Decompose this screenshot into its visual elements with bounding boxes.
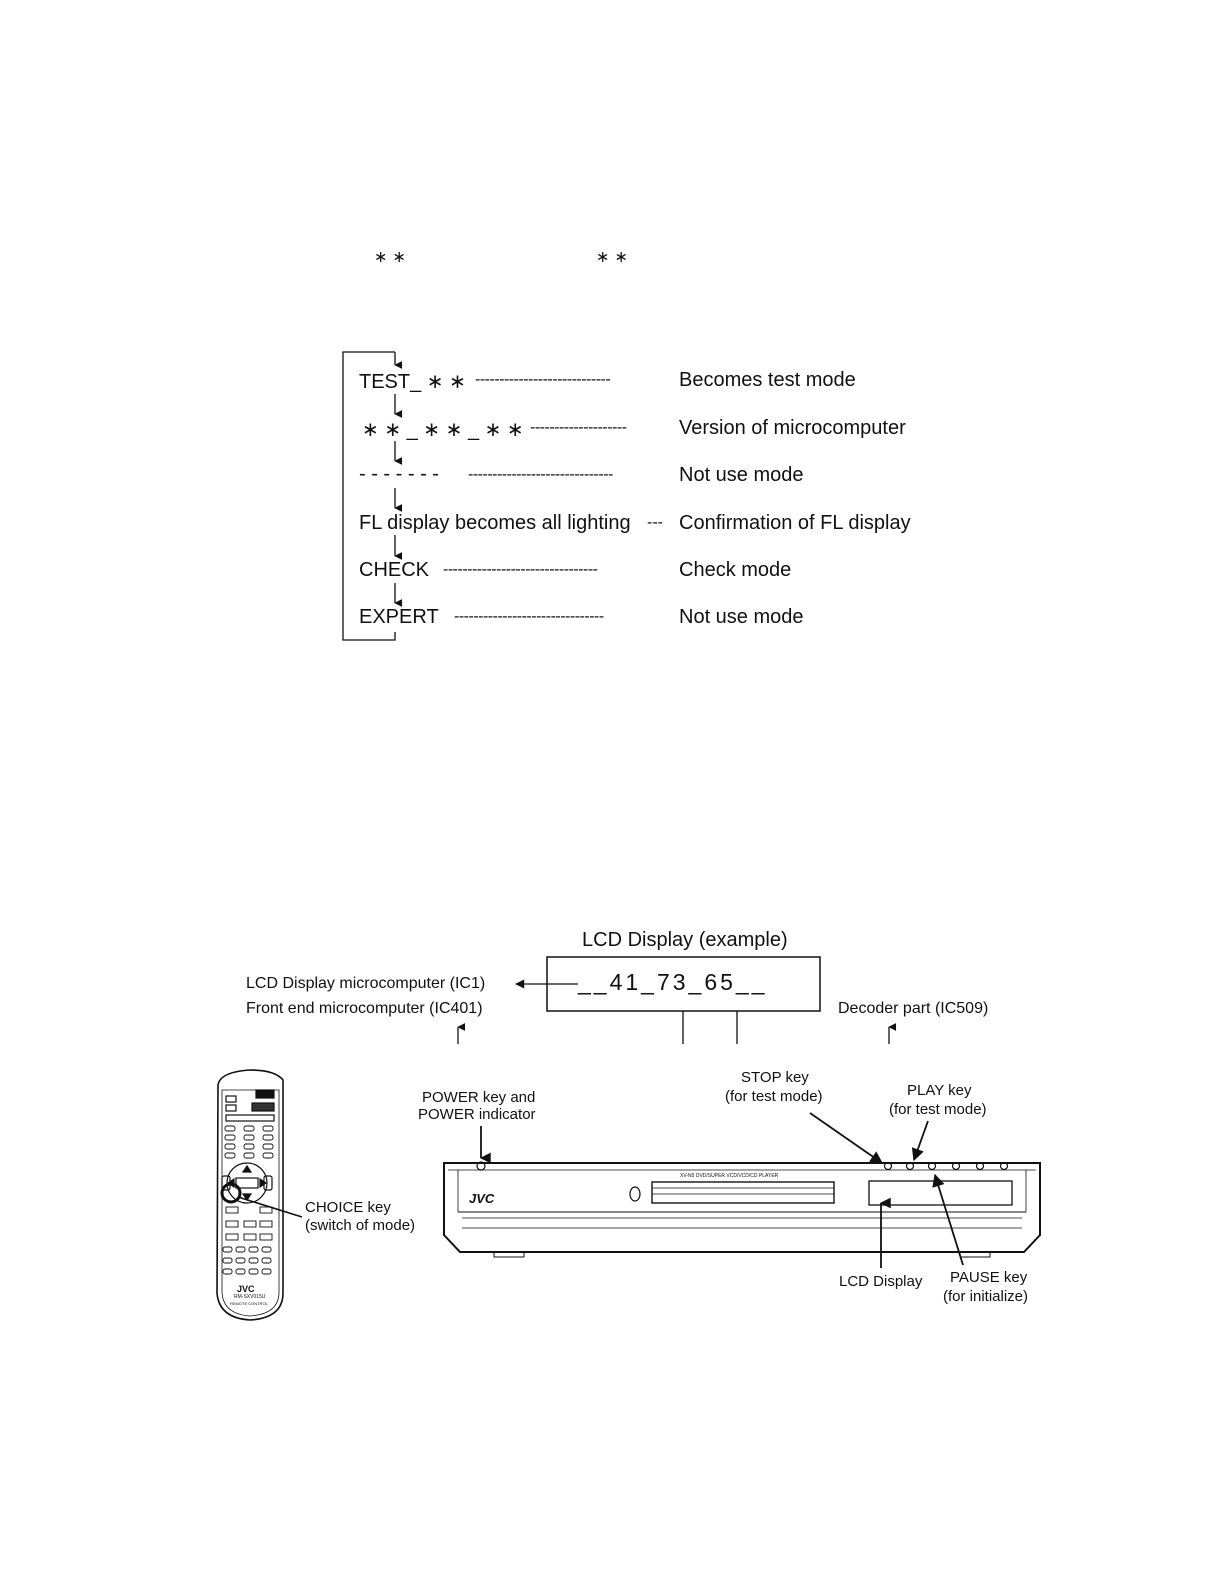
flow-meaning-text: Not use mode bbox=[679, 606, 804, 628]
flow-dash-leader: ---------------------------- bbox=[475, 371, 611, 388]
remote-control bbox=[216, 1069, 284, 1321]
label-decoder-part: Decoder part (IC509) bbox=[838, 1000, 989, 1017]
stop-key-pointer bbox=[809, 1112, 884, 1164]
pause-key-sublabel: (for initialize) bbox=[943, 1288, 1029, 1305]
label-front-end-microcomputer: Front end microcomputer (IC401) bbox=[246, 1000, 483, 1017]
stop-key-label: STOP key bbox=[741, 1069, 809, 1086]
play-key-pointer bbox=[911, 1120, 929, 1162]
flow-dash-leader: --- bbox=[647, 514, 663, 531]
dvd-player bbox=[443, 1161, 1041, 1258]
remote-caption: REMOTE CONTROL bbox=[230, 1301, 268, 1306]
flow-dash-leader: ------------------------------- bbox=[454, 608, 604, 625]
player-model-strip: XV-N5 DVD/SUPER VCD/VCD/CD PLAYER bbox=[680, 1173, 779, 1179]
lcd-readout: __41_73_65__ bbox=[578, 969, 768, 995]
flow-dash-leader: -------------------------------- bbox=[443, 561, 598, 578]
flow-meaning-text: Becomes test mode bbox=[679, 369, 856, 391]
remote-model: RM-SXV015U bbox=[234, 1294, 266, 1300]
power-indicator-label: POWER indicator bbox=[418, 1106, 536, 1123]
flow-meaning-text: Version of microcomputer bbox=[679, 417, 906, 439]
play-key-sublabel: (for test mode) bbox=[889, 1101, 987, 1118]
pause-key-label: PAUSE key bbox=[950, 1269, 1028, 1286]
choice-key-pointer bbox=[237, 1196, 303, 1218]
flow-display-text: CHECK bbox=[359, 559, 430, 581]
pause-key-pointer bbox=[932, 1173, 964, 1266]
flow-meaning-text: Check mode bbox=[679, 559, 792, 581]
flow-display-text: - - - - - - - bbox=[359, 463, 439, 485]
asterisk-mark-left: ∗ ∗ bbox=[374, 247, 406, 266]
play-key-label: PLAY key bbox=[907, 1082, 972, 1099]
stop-key-sublabel: (for test mode) bbox=[725, 1088, 823, 1105]
lcd-display-title: LCD Display (example) bbox=[582, 929, 788, 951]
choice-key-label: CHOICE key bbox=[305, 1199, 391, 1216]
player-brand-logo: JVC bbox=[469, 1191, 495, 1206]
flow-dash-leader: -------------------- bbox=[530, 419, 627, 436]
flow-display-text: EXPERT bbox=[359, 606, 439, 628]
flow-display-text: TEST_ ∗ ∗ bbox=[359, 371, 466, 393]
lcd-display-label: LCD Display bbox=[839, 1273, 923, 1290]
choice-key-sublabel: (switch of mode) bbox=[305, 1217, 416, 1234]
loop-bracket bbox=[342, 351, 396, 641]
asterisk-mark-right: ∗ ∗ bbox=[596, 247, 628, 266]
flow-meaning-text: Not use mode bbox=[679, 464, 804, 486]
flow-dash-leader: ------------------------------ bbox=[468, 466, 613, 483]
flow-display-text: ∗ ∗ _ ∗ ∗ _ ∗ ∗ bbox=[362, 419, 524, 441]
flow-display-text: FL display becomes all lighting bbox=[359, 512, 631, 534]
flow-meaning-text: Confirmation of FL display bbox=[679, 512, 911, 534]
power-key-label: POWER key and bbox=[422, 1089, 536, 1106]
remote-brand-logo: JVC bbox=[237, 1284, 255, 1294]
label-lcd-microcomputer: LCD Display microcomputer (IC1) bbox=[246, 975, 486, 992]
